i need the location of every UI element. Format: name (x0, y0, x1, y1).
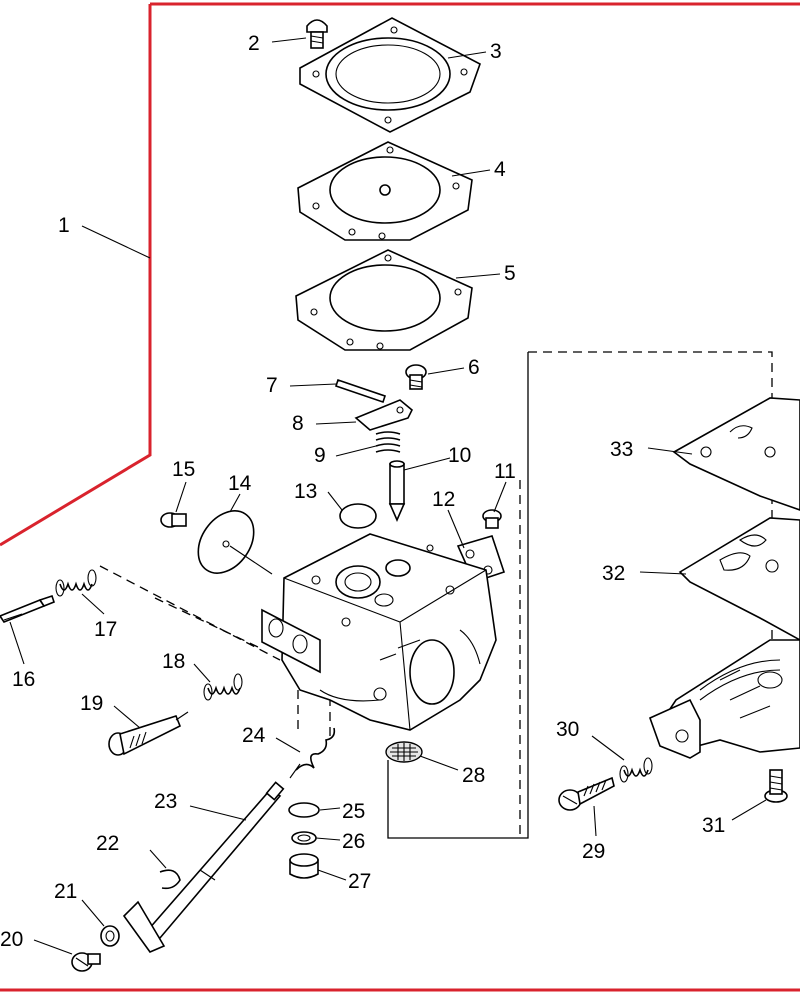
callout-18: 18 (162, 650, 185, 673)
part-28-screen (385, 741, 423, 763)
callout-2: 2 (248, 32, 260, 55)
callout-5: 5 (504, 262, 516, 285)
callout-22: 22 (96, 832, 119, 855)
part-16-adjust-screw (0, 594, 55, 623)
callout-15: 15 (172, 458, 195, 481)
callout-9: 9 (314, 444, 326, 467)
part-7-pin (334, 378, 387, 404)
callout-27: 27 (348, 870, 371, 893)
callout-8: 8 (292, 412, 304, 435)
part-11-screw (482, 509, 502, 529)
callout-30: 30 (556, 718, 579, 741)
callout-31: 31 (702, 814, 725, 837)
part-6-screw (405, 364, 427, 390)
callout-33: 33 (610, 438, 633, 461)
part-5-gasket (295, 249, 473, 351)
callout-23: 23 (154, 790, 177, 813)
callout-10: 10 (448, 444, 471, 467)
part-9-spring (375, 431, 401, 453)
part-31-screw (764, 769, 788, 803)
callout-3: 3 (490, 40, 502, 63)
part-3-cover-plate (299, 17, 481, 133)
callout-20: 20 (0, 928, 23, 951)
part-29-screw (558, 776, 615, 811)
part-24-spring (289, 727, 336, 779)
callout-26: 26 (342, 830, 365, 853)
part-20-screw (71, 952, 101, 972)
callout-28: 28 (462, 764, 485, 787)
part-21-washer (100, 925, 120, 947)
callout-29: 29 (582, 840, 605, 863)
part-14-disc (197, 510, 273, 575)
part-4-diaphragm (297, 141, 473, 241)
callout-19: 19 (80, 692, 103, 715)
callout-32: 32 (602, 562, 625, 585)
part-2-screw (306, 19, 328, 49)
part-17-spring (55, 569, 97, 597)
part-32-gasket (678, 517, 800, 641)
callout-4: 4 (494, 158, 506, 181)
callout-14: 14 (228, 472, 252, 495)
part-10-needle (388, 460, 406, 522)
part-19-adjust-screw (108, 711, 189, 756)
callout-25: 25 (342, 800, 365, 823)
part-22-clip (159, 869, 181, 890)
callout-6: 6 (468, 356, 480, 379)
callout-16: 16 (12, 668, 35, 691)
callout-7: 7 (266, 374, 278, 397)
part-23-throttle-shaft (122, 781, 285, 953)
part-33-diaphragm (672, 397, 800, 511)
callout-12: 12 (432, 488, 455, 511)
part-25-oring (288, 802, 320, 818)
callout-17: 17 (94, 618, 117, 641)
callout-1: 1 (58, 214, 70, 237)
leader-lines (9, 37, 767, 955)
callout-11: 11 (494, 460, 516, 483)
part-30-spring (619, 757, 653, 783)
callout-24: 24 (242, 724, 266, 747)
part-8-lever (354, 399, 413, 431)
part-26-washer (291, 831, 317, 845)
callout-labels: 1 2 3 4 5 6 7 8 9 10 11 12 13 14 15 16 1… (0, 32, 725, 951)
callout-13: 13 (294, 480, 317, 503)
part-27-plug (289, 853, 319, 879)
part-15-screw (160, 512, 187, 528)
part-18-spring (203, 673, 243, 701)
pump-cover-body (648, 639, 800, 759)
carburetor-main-body (261, 533, 497, 731)
part-13-plug (339, 503, 377, 529)
callout-21: 21 (54, 880, 77, 903)
